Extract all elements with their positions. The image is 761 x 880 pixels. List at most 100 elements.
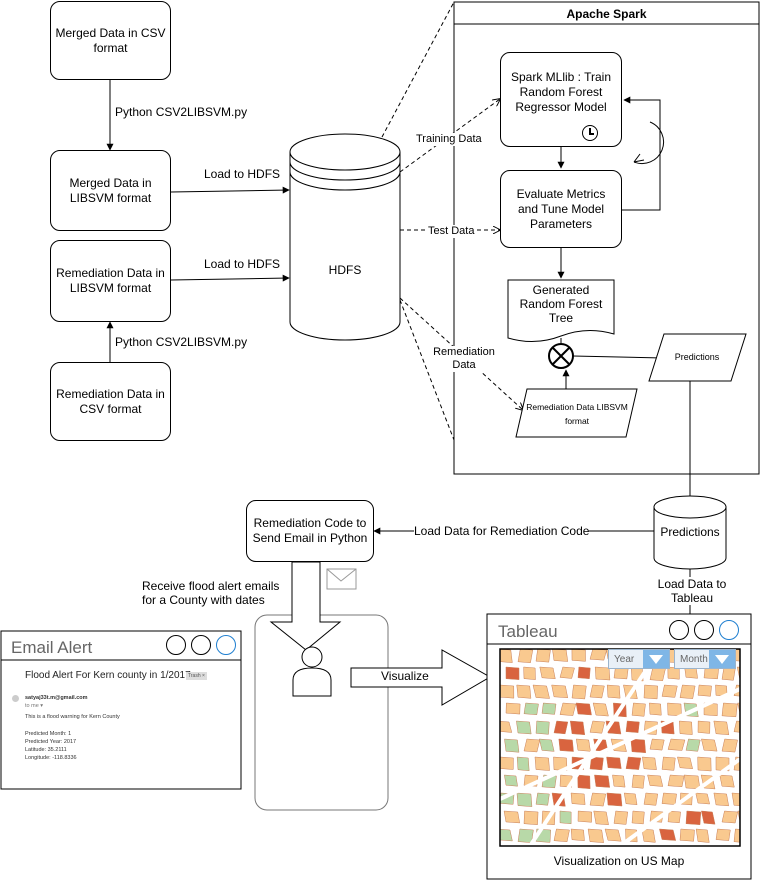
generated-tree-shape [507,279,615,342]
map-block [516,792,533,807]
map-block [535,792,550,806]
map-block [504,774,518,787]
down-arrow-shape [269,561,342,651]
map-block [752,793,761,806]
remediation-code-box: Remediation Code to Send Email in Python [246,500,374,562]
remediation-libsvm-parallelogram-label: Remediation Data LIBSVM format [526,402,628,426]
map-block [643,792,659,806]
remediation-data-libsvm-box: Remediation Data in LIBSVM format [50,240,171,322]
test-data-label: Test Data [428,225,475,238]
remediation-data-csv-box: Remediation Data in CSV format [50,362,171,441]
map-block [505,666,520,680]
map-block [523,810,539,825]
map-block [623,792,638,805]
month-select[interactable]: Month [674,649,736,669]
map-block [631,810,645,825]
map-block [589,720,605,734]
map-block [594,774,611,788]
map-block [523,738,541,753]
email-subject: Flood Alert For Kern county in 1/2017 [25,670,191,681]
map-block [679,828,695,842]
arrow-merged-to-hdfs [170,186,290,194]
visualization-caption: Visualization on US Map [553,854,685,868]
map-block [535,649,551,663]
map-block [661,684,678,698]
user-icon [292,646,332,697]
email-trash-badge[interactable]: Trash × [186,672,207,680]
tableau-window-button-2[interactable] [694,620,714,640]
load-to-hdfs-label-1: Load to HDFS [204,167,281,181]
email-window-button-1[interactable] [166,635,186,655]
email-recipient: to me ▾ [25,703,44,709]
merged-data-libsvm-box: Merged Data in LIBSVM format [50,150,171,231]
map-block [625,756,642,770]
map-block [559,702,577,716]
map-block [516,756,530,772]
map-block [517,828,534,843]
map-block [523,666,536,680]
map-block [594,666,611,681]
map-block [535,720,550,735]
tableau-window-button-1[interactable] [669,620,689,640]
tableau-window-button-3[interactable] [719,620,739,640]
map-graphic [499,648,761,861]
map-road [618,757,740,846]
python-csv2libsvm-label-top: Python CSV2LIBSVM.py [115,105,248,119]
map-block [703,702,718,717]
map-block [570,828,585,841]
email-window-button-2[interactable] [191,635,211,655]
email-window-button-3[interactable] [216,635,236,655]
map-block [571,649,586,662]
map-block [516,720,532,735]
map-block [721,810,738,824]
tableau-title: Tableau [498,622,558,641]
map-block [552,649,569,662]
year-select[interactable]: Year [608,649,670,669]
map-block [589,792,607,807]
email-sender: satyaj33t.m@gmail.com [25,695,88,701]
email-body-line: This is a flood warning for Kern County [25,714,120,720]
map-block [642,756,657,771]
map-block [752,649,761,661]
map-block [613,810,629,825]
map-block [649,738,665,751]
map-block [756,667,761,678]
map-block [500,684,515,699]
device-panel [254,614,389,811]
map-block [659,828,677,841]
apache-spark-title: Apache Spark [566,7,647,21]
python-csv2libsvm-label-bottom: Python CSV2LIBSVM.py [115,335,248,349]
predictions-parallelogram [648,333,747,382]
map-block [757,847,761,861]
remediation-libsvm-parallelogram [515,388,638,438]
map-block [570,792,586,805]
map-block [503,810,520,824]
map-road [528,649,662,846]
map-block [647,774,664,787]
map-block [604,828,622,842]
map-block [679,720,693,735]
map-block [667,702,682,717]
load-data-tableau-label: Load Data to Tableau [652,577,732,605]
map-block [589,649,607,661]
map-block [589,756,604,771]
visualize-label: Visualize [381,669,429,683]
map-block [505,702,521,715]
predictions-db-cylinder [653,495,727,570]
map-block [641,828,656,843]
email-window-frame [0,630,242,790]
map-block [504,738,520,753]
map-block [589,684,605,699]
map-road [500,687,740,801]
map-block [606,792,623,807]
map-block [587,828,604,843]
chevron-down-icon [709,650,735,668]
sender-avatar [12,695,19,702]
map-block [630,738,646,754]
map-block [532,684,550,699]
generated-tree-label: Generated Random Forest Tree [519,283,603,325]
map-block [577,666,591,680]
map-block [569,720,586,736]
arrow-remediation-to-hdfs [170,274,290,282]
visualize-arrow-shape [350,649,492,706]
